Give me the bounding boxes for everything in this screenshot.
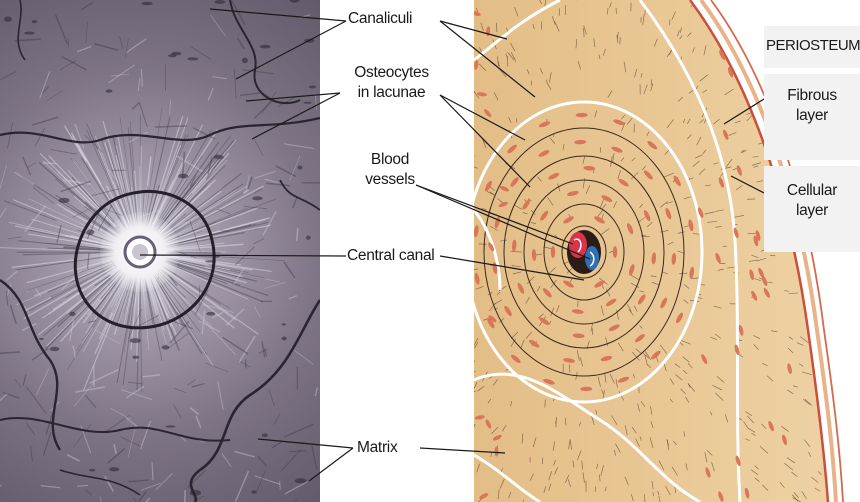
label-blood-line1: Blood [360,150,420,170]
label-cellular-line2: layer [764,201,860,221]
label-cellular-layer: Cellular layer [764,181,860,221]
label-fibrous-layer: Fibrous layer [764,86,860,126]
label-matrix: Matrix [357,438,397,458]
micrograph-panel [0,0,334,502]
label-blood-vessels: Blood vessels [360,150,420,190]
label-osteocytes-line2: in lacunae [344,83,439,103]
label-central-canal: Central canal [347,246,434,266]
label-cellular-line1: Cellular [764,181,860,201]
label-canaliculi: Canaliculi [348,9,412,29]
label-blood-line2: vessels [360,170,420,190]
periosteum-legend: PERIOSTEUM Fibrous layer Cellular layer [764,0,860,262]
label-osteocytes-in-lacunae: Osteocytes in lacunae [344,63,439,103]
periosteum-title: PERIOSTEUM [766,36,860,56]
label-fibrous-line1: Fibrous [764,86,860,106]
label-fibrous-line2: layer [764,106,860,126]
label-osteocytes-line1: Osteocytes [344,63,439,83]
